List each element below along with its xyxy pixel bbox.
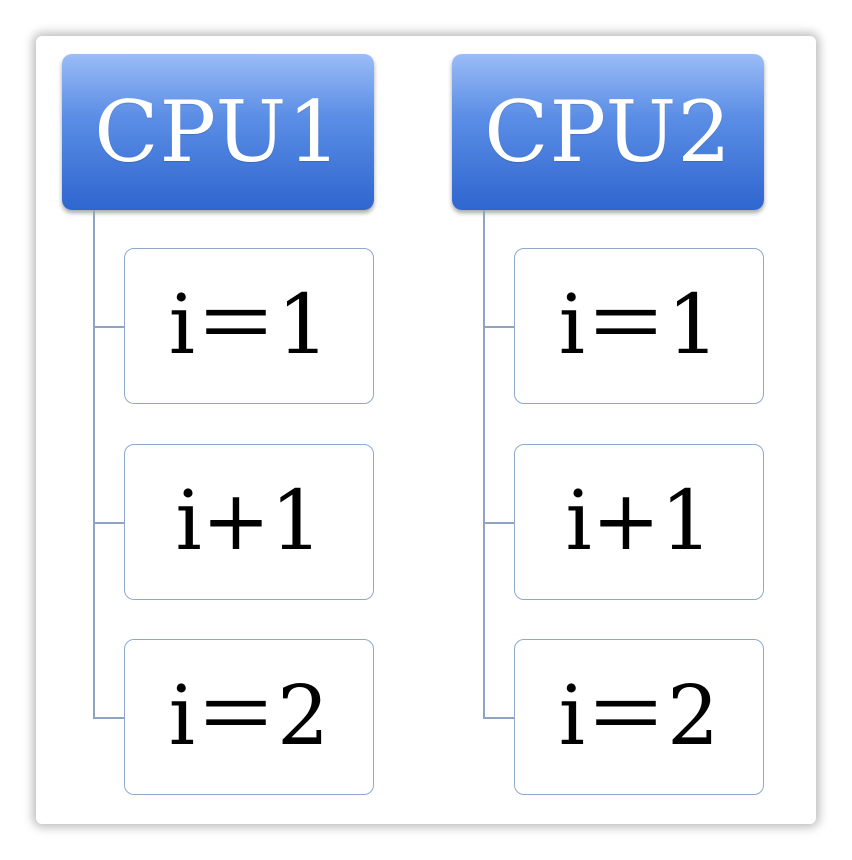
cpu-column-2: CPU2 i＝1 i+1 i＝2 [426, 36, 786, 824]
step-box: i＝2 [124, 639, 374, 795]
step-box: i＝1 [514, 248, 764, 404]
cpu-column-1: CPU1 i＝1 i+1 i＝2 [36, 36, 396, 824]
connector-vertical [483, 210, 485, 718]
step-label: i+1 [565, 474, 713, 569]
step-label: i+1 [175, 474, 323, 569]
connector-branch [93, 326, 124, 328]
step-label: i＝2 [558, 669, 720, 764]
diagram-frame: CPU1 i＝1 i+1 i＝2 CPU2 i＝1 i+1 i＝2 [36, 36, 816, 824]
connector-branch [483, 522, 514, 524]
cpu-header-2: CPU2 [452, 54, 764, 210]
step-label: i＝2 [168, 669, 330, 764]
cpu-header-label: CPU1 [94, 83, 342, 181]
connector-branch [93, 522, 124, 524]
step-box: i+1 [514, 444, 764, 600]
cpu-header-1: CPU1 [62, 54, 374, 210]
step-label: i＝1 [558, 278, 720, 373]
connector-branch [93, 717, 124, 719]
step-label: i＝1 [168, 278, 330, 373]
step-box: i+1 [124, 444, 374, 600]
cpu-header-label: CPU2 [484, 83, 732, 181]
connector-vertical [93, 210, 95, 718]
step-box: i＝2 [514, 639, 764, 795]
connector-branch [483, 326, 514, 328]
step-box: i＝1 [124, 248, 374, 404]
connector-branch [483, 717, 514, 719]
